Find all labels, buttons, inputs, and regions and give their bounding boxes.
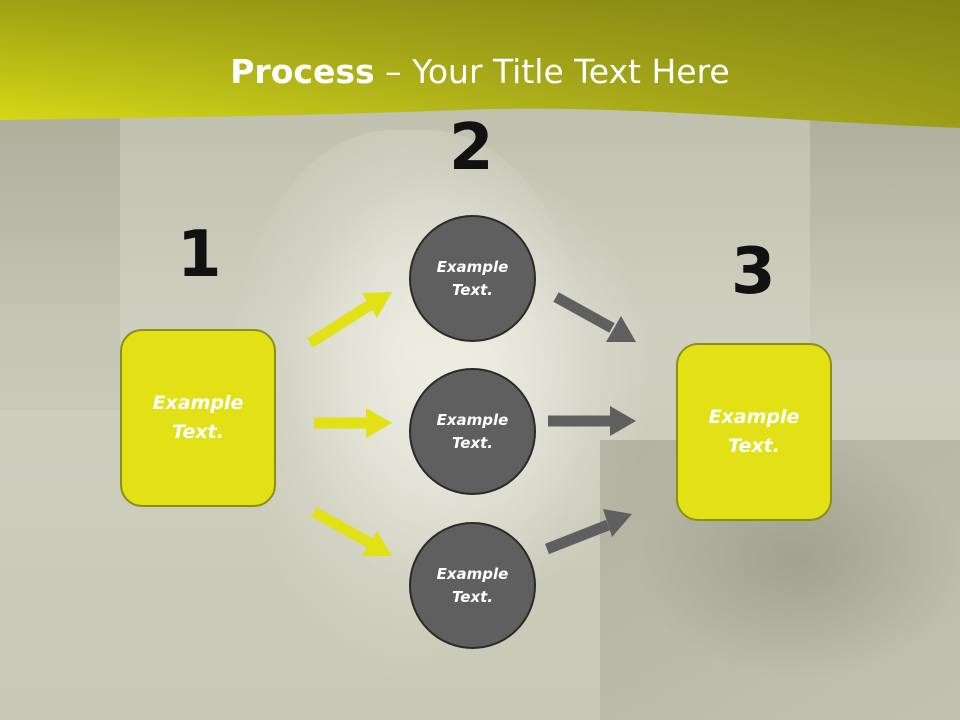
title-banner (0, 0, 960, 135)
background-window (0, 110, 120, 410)
slide-title: Process – Your Title Text Here (0, 52, 960, 91)
title-bold: Process (230, 52, 375, 91)
circle-top-label: Example Text. (436, 257, 509, 299)
step-2-circle-top: Example Text. (409, 215, 536, 342)
step-number-1: 1 (177, 218, 222, 292)
circle-bottom-label: Example Text. (436, 564, 509, 606)
step-1-box: Example Text. (120, 329, 276, 507)
step-number-3: 3 (731, 235, 776, 309)
step-2-circle-bottom: Example Text. (409, 522, 536, 649)
step-number-2: 2 (449, 111, 494, 185)
title-rest: – Your Title Text Here (374, 52, 730, 91)
circle-middle-label: Example Text. (436, 410, 509, 452)
step-1-label: Example Text. (152, 392, 244, 443)
step-3-label: Example Text. (708, 406, 800, 457)
background-lamp (810, 110, 960, 360)
step-3-box: Example Text. (676, 343, 832, 521)
step-2-circle-middle: Example Text. (409, 368, 536, 495)
background-figure (230, 130, 590, 690)
